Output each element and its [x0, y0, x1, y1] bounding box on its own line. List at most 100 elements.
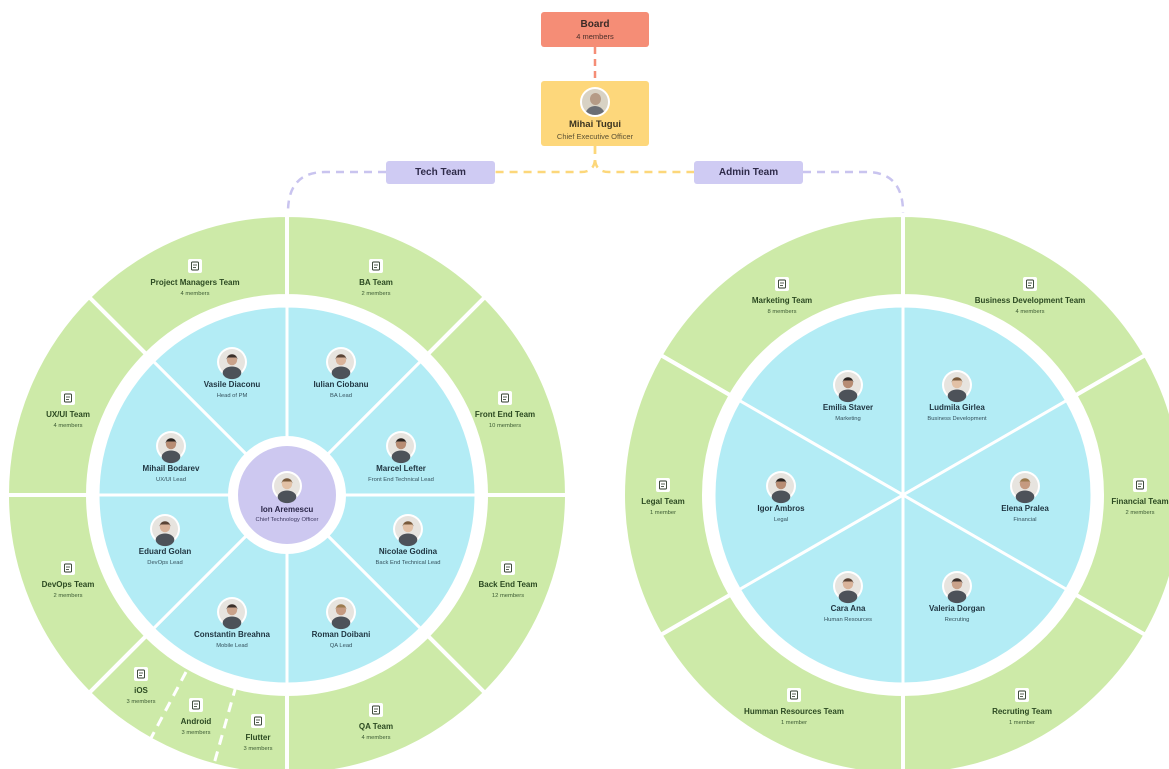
cto-role: Chief Technology Officer	[256, 517, 319, 523]
admin-team-members: 8 members	[768, 309, 797, 315]
admin-lead-segment[interactable]	[712, 398, 907, 592]
admin-lead-role: Legal	[774, 517, 788, 523]
tech-lead-role: BA Lead	[330, 393, 352, 399]
cto-name: Ion Aremescu	[261, 505, 314, 514]
tech-team-segment[interactable]	[4, 294, 150, 497]
tech-team-name: QA Team	[359, 722, 393, 731]
tech-lead-avatar	[217, 347, 247, 380]
admin-lead-segment[interactable]	[737, 492, 905, 686]
admin-lead-segment[interactable]	[899, 398, 1094, 592]
tech-lead-name: Eduard Golan	[139, 547, 192, 556]
tech-lead-avatar	[386, 431, 416, 464]
tech-team-segment[interactable]	[285, 632, 488, 769]
tech-lead-avatar	[156, 431, 186, 464]
tech-team-members: 4 members	[181, 291, 210, 297]
admin-team-members: 1 member	[650, 510, 676, 516]
admin-lead-segment[interactable]	[901, 492, 1069, 686]
document-search-icon	[188, 259, 202, 273]
mobile-team-members: 3 members	[244, 746, 273, 752]
design-tools-icon	[61, 391, 75, 405]
cto-avatar	[272, 471, 302, 504]
ceo-avatar	[580, 86, 610, 117]
tech-lead-name: Constantin Breahna	[194, 630, 271, 639]
tech-lead-role: DevOps Lead	[147, 560, 182, 566]
tech-team-members: 2 members	[362, 291, 391, 297]
admin-lead-avatar	[942, 370, 972, 403]
admin-lead-name: Emilia Staver	[823, 403, 873, 412]
admin-team-members: 1 member	[781, 720, 807, 726]
tech-lead-name: Vasile Diaconu	[204, 380, 261, 389]
mobile-team-members: 3 members	[182, 730, 211, 736]
admin-team-name: Recruting Team	[992, 707, 1052, 716]
ceo-node[interactable]: Mihai Tugui Chief Executive Officer	[541, 81, 649, 146]
admin-lead-segment[interactable]	[737, 304, 905, 498]
admin-team-name: Marketing Team	[752, 296, 812, 305]
admin-lead-segment[interactable]	[901, 304, 1069, 498]
layout-icon	[498, 391, 512, 405]
ceo-tech-connector	[495, 146, 597, 174]
tech-lead-role: UX/UI Lead	[156, 477, 186, 483]
tech-team-name: DevOps Team	[42, 580, 95, 589]
tech-lead-name: Nicolae Godina	[379, 547, 438, 556]
tech-lead-role: Mobile Lead	[216, 643, 248, 649]
admin-lead-name: Cara Ana	[831, 604, 866, 613]
tech-team-name: Back End Team	[479, 580, 538, 589]
tech-lead-role: Back End Technical Lead	[376, 560, 441, 566]
admin-lead-role: Business Development	[927, 416, 987, 422]
tech-team-name: Front End Team	[475, 410, 535, 419]
tech-lead-avatar	[326, 347, 356, 380]
tech-lead-role: QA Lead	[330, 643, 353, 649]
tech-wheel-connector	[286, 170, 386, 218]
connectors	[286, 47, 905, 218]
tech-lead-role: Front End Technical Lead	[368, 477, 434, 483]
admin-team-label[interactable]: Admin Team	[694, 161, 803, 184]
admin-team-segment[interactable]	[621, 352, 734, 638]
server-icon	[61, 561, 75, 575]
analytics-icon	[369, 259, 383, 273]
admin-lead-role: Financial	[1013, 517, 1036, 523]
tech-lead-avatar	[393, 514, 423, 547]
admin-team-name: Humman Resources Team	[744, 707, 844, 716]
apple-icon	[134, 667, 148, 681]
tech-lead-avatar	[217, 597, 247, 630]
admin-wheel-connector	[803, 170, 905, 218]
mobile-team-members: 3 members	[127, 699, 156, 705]
ceo-role: Chief Executive Officer	[556, 131, 634, 141]
board-node[interactable]: Board 4 members	[541, 12, 649, 47]
mobile-divider	[212, 685, 238, 765]
admin-lead-avatar	[766, 471, 796, 504]
tech-lead-name: Roman Doibani	[312, 630, 371, 639]
ceo-name: Mihai Tugui	[568, 118, 622, 130]
admin-lead-avatar	[833, 571, 863, 604]
admin-lead-role: Human Resources	[824, 617, 872, 623]
admin-team-members: 2 members	[1126, 510, 1155, 516]
android-icon	[189, 698, 203, 712]
tech-lead-avatar	[150, 514, 180, 547]
admin-team-name: Financial Team	[1111, 497, 1168, 506]
tech-lead-name: Mihail Bodarev	[143, 464, 200, 473]
people-icon	[787, 688, 801, 702]
admin-lead-name: Ludmila Girlea	[929, 403, 985, 412]
board-members: 4 members	[576, 31, 614, 41]
admin-lead-name: Elena Pralea	[1001, 504, 1049, 513]
tech-team-members: 4 members	[54, 423, 83, 429]
admin-lead-name: Valeria Dorgan	[929, 604, 985, 613]
board-title: Board	[580, 18, 610, 30]
tech-team-label[interactable]: Tech Team	[386, 161, 495, 184]
admin-lead-role: Recruting	[945, 617, 970, 623]
mobile-team-name: Flutter	[246, 733, 271, 742]
clipboard-check-icon	[369, 703, 383, 717]
admin-team-name: Business Development Team	[975, 296, 1086, 305]
flutter-icon	[251, 714, 265, 728]
ceo-admin-connector	[593, 146, 694, 174]
admin-team-members: 4 members	[1016, 309, 1045, 315]
mobile-team-name: iOS	[134, 686, 148, 695]
admin-lead-name: Igor Ambros	[757, 504, 805, 513]
tech-team-name: Project Managers Team	[150, 278, 239, 287]
admin-lead-role: Marketing	[835, 416, 860, 422]
code-icon	[501, 561, 515, 575]
tech-lead-avatar	[326, 597, 356, 630]
admin-team-segment[interactable]	[901, 591, 1149, 769]
